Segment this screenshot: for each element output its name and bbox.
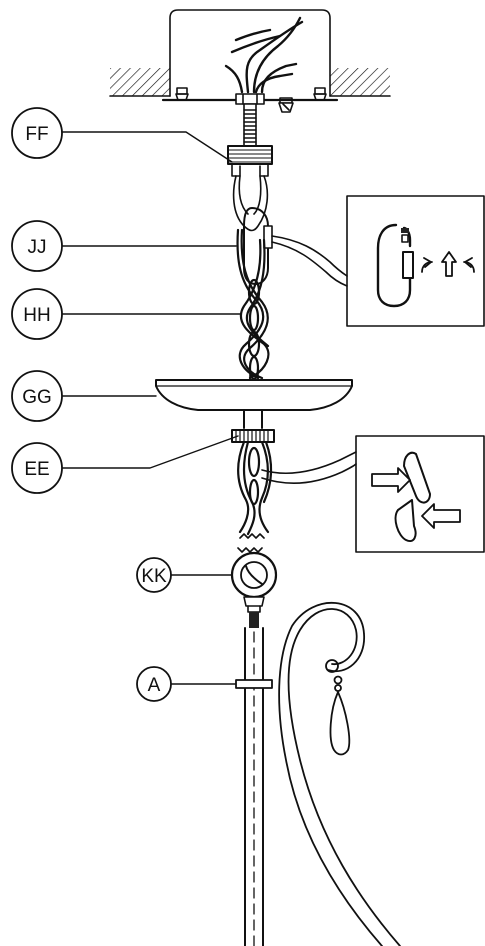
box-screw-right: [313, 87, 327, 101]
box-screw-left: [175, 87, 189, 101]
callout-leaders: [61, 131, 241, 685]
callout-hh-label: HH: [23, 305, 50, 326]
callout-ff: FF: [11, 107, 63, 159]
callout-a-label: A: [148, 675, 161, 696]
candle-arm: [278, 602, 401, 946]
callout-ee-label: EE: [24, 459, 49, 480]
callout-jj: JJ: [11, 220, 63, 272]
loop-ring: [230, 551, 278, 628]
chain-and-wire: [236, 228, 270, 381]
callout-hh: HH: [11, 288, 63, 340]
callout-ee: EE: [11, 442, 63, 494]
callout-kk-label: KK: [141, 566, 167, 587]
callout-kk: KK: [136, 557, 172, 593]
junction-box-icon: [169, 9, 331, 97]
ceiling-junction-box: [109, 9, 391, 113]
rotate-arrows-icon: [421, 251, 475, 277]
callout-ff-label: FF: [25, 124, 48, 145]
threaded-nipple: [243, 103, 257, 147]
callout-gg-label: GG: [22, 387, 52, 408]
callout-a: A: [136, 666, 172, 702]
center-column: [235, 627, 273, 946]
crystal-drop-icon: [329, 691, 351, 756]
ground-screw: [278, 97, 294, 113]
link-closing-detail-icon: [261, 435, 485, 553]
canopy-collar: [231, 409, 275, 443]
ceiling-hatch-left: [110, 68, 170, 96]
callout-gg: GG: [11, 370, 63, 422]
lower-chain-and-wire: [237, 440, 273, 581]
callout-jj-label: JJ: [28, 237, 47, 258]
ceiling-hatch-right: [330, 68, 390, 96]
canopy: [155, 371, 353, 411]
quick-link-detail-icon: [271, 195, 485, 327]
box-wires: [224, 16, 304, 94]
hanging-loop: [227, 145, 273, 232]
